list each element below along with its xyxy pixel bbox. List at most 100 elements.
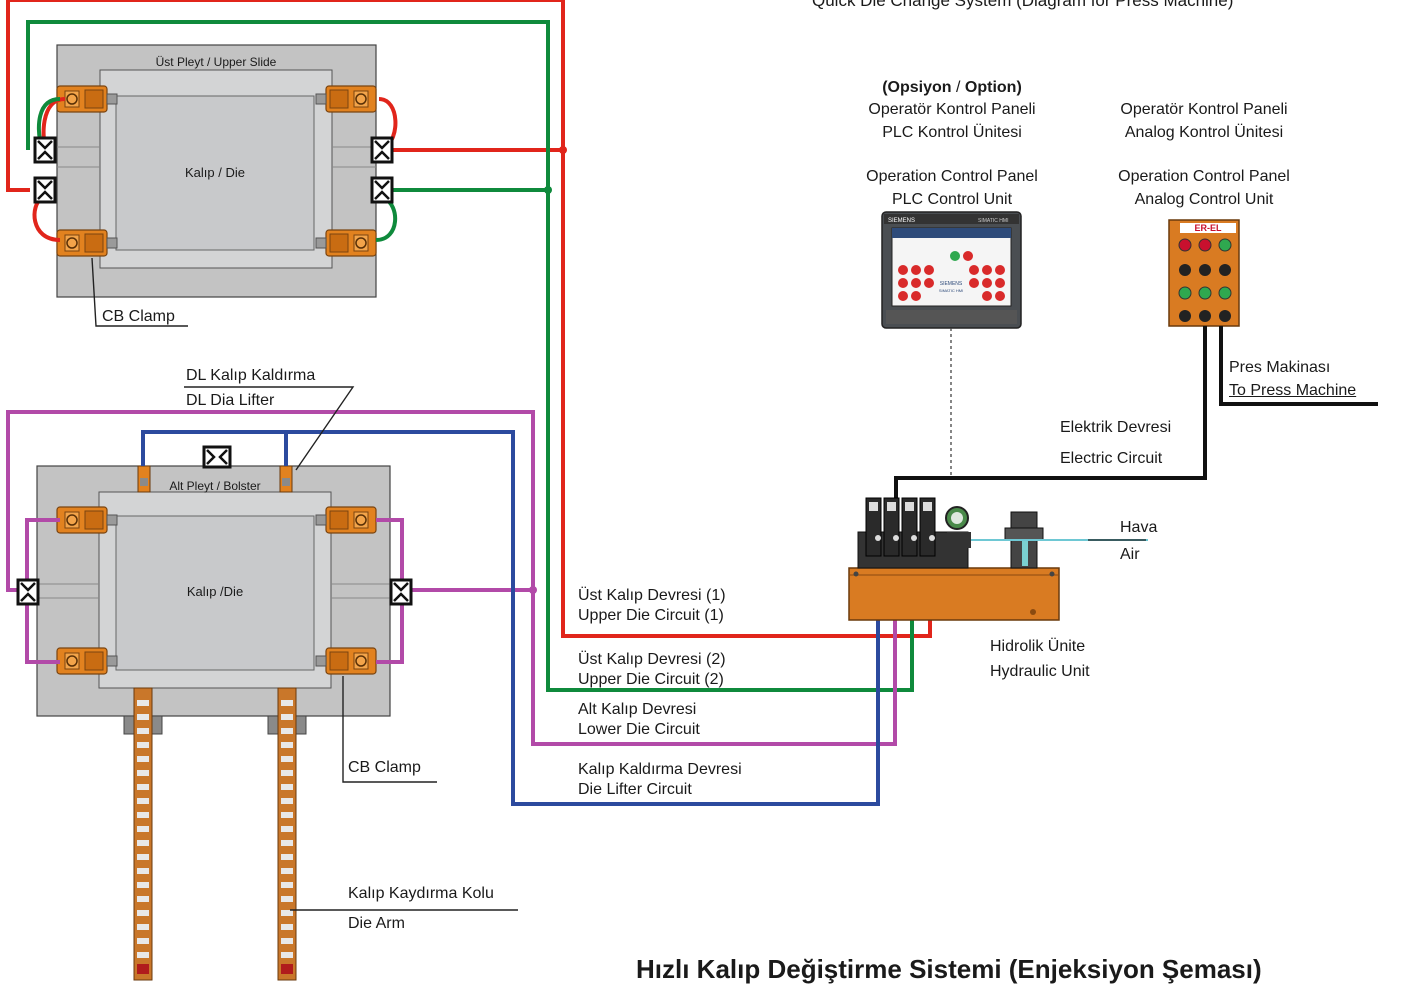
die-arm-chain-link bbox=[137, 868, 149, 874]
upper-right-coupler-2 bbox=[370, 176, 394, 204]
die-arm-chain-link bbox=[281, 924, 293, 930]
analog-label-en-2: Analog Control Unit bbox=[1134, 191, 1274, 208]
die-arm-chain-link bbox=[137, 812, 149, 818]
lower-right-coupler bbox=[389, 578, 413, 606]
upper-left-coupler-1 bbox=[33, 136, 57, 164]
circuit-3-tr: Alt Kalıp Devresi bbox=[578, 701, 697, 718]
electric-cable bbox=[894, 326, 1378, 500]
circuit-4-tr: Kalıp Kaldırma Devresi bbox=[578, 761, 742, 778]
die-arm-chain-link bbox=[281, 784, 293, 790]
upper-die-block bbox=[115, 95, 315, 251]
upper-left-coupler-2 bbox=[33, 176, 57, 204]
plc-label-tr-1: Operatör Kontrol Paneli bbox=[868, 101, 1036, 118]
die-arm-chain-link bbox=[281, 840, 293, 846]
die-arm-label-en: Die Arm bbox=[348, 915, 405, 932]
die-arm-label-tr: Kalıp Kaydırma Kolu bbox=[348, 885, 494, 902]
upper-clamp-label: CB Clamp bbox=[102, 308, 175, 325]
die-arm-chain-link bbox=[137, 770, 149, 776]
die-arm-chain-link bbox=[281, 728, 293, 734]
circuit-2-en: Upper Die Circuit (2) bbox=[578, 671, 724, 688]
analog-label-tr-1: Operatör Kontrol Paneli bbox=[1120, 101, 1288, 118]
die-arm-chain-link bbox=[137, 742, 149, 748]
hydraulic-unit bbox=[848, 497, 1060, 621]
die-arm-chain-link bbox=[137, 728, 149, 734]
die-arm-chain-link bbox=[137, 854, 149, 860]
die-arm-chain-link bbox=[137, 798, 149, 804]
die-arm-chain-link bbox=[281, 938, 293, 944]
circuit-3-en: Lower Die Circuit bbox=[578, 721, 700, 738]
upper-die-label: Kalıp / Die bbox=[185, 165, 245, 180]
die-arm-chain-link bbox=[281, 812, 293, 818]
analog-control-panel: ER-EL bbox=[1168, 219, 1240, 327]
plc-option-sep: / bbox=[951, 79, 965, 96]
circuit-2-tr: Üst Kalıp Devresi (2) bbox=[578, 651, 726, 668]
plc-hmi-panel: SIEMENS SIMATIC HMI SIEMENS SIMATIC HMI bbox=[881, 211, 1022, 329]
circuit-1-tr: Üst Kalıp Devresi (1) bbox=[578, 587, 726, 604]
press-label-en: To Press Machine bbox=[1229, 382, 1357, 399]
hmi-center-brand: SIEMENS bbox=[940, 281, 963, 287]
die-arm-chain-link bbox=[137, 700, 149, 706]
analog-brand: ER-EL bbox=[1195, 223, 1223, 233]
upper-slide-assembly bbox=[56, 44, 377, 298]
bolster-assembly bbox=[36, 465, 391, 717]
plc-option-en: Option) bbox=[964, 79, 1022, 96]
air-label-tr: Hava bbox=[1120, 519, 1158, 536]
hydraulic-label-tr: Hidrolik Ünite bbox=[990, 638, 1086, 655]
leader-lines bbox=[91, 257, 518, 911]
hydraulic-label-en: Hydraulic Unit bbox=[990, 663, 1090, 680]
plc-option-label: (Opsiyon / Option) bbox=[832, 78, 1072, 98]
press-label-tr: Pres Makinası bbox=[1229, 359, 1331, 376]
die-arm-chain-link bbox=[137, 952, 149, 958]
die-arm-chain-link bbox=[137, 938, 149, 944]
bolster-label: Alt Pleyt / Bolster bbox=[169, 479, 261, 493]
plc-label-en-2: PLC Control Unit bbox=[891, 191, 1013, 208]
die-arm-chain-link bbox=[281, 854, 293, 860]
hmi-center-model: SIMATIC HMI bbox=[939, 288, 963, 293]
die-arm-chain-link bbox=[281, 868, 293, 874]
top-caption: Quick Die Change System (Diagram for Pre… bbox=[812, 0, 1234, 10]
die-arm-chain-link bbox=[281, 742, 293, 748]
die-arm-chain-link bbox=[281, 770, 293, 776]
hmi-model: SIMATIC HMI bbox=[978, 218, 1008, 224]
electric-label-tr: Elektrik Devresi bbox=[1060, 419, 1172, 436]
die-arm-chain-link bbox=[281, 714, 293, 720]
die-arm-right bbox=[267, 687, 307, 981]
die-arm-chain-link bbox=[137, 910, 149, 916]
die-arm-chain-link bbox=[137, 896, 149, 902]
lifter-label-en: DL Dia Lifter bbox=[186, 392, 275, 409]
blue-circuit-hose bbox=[141, 430, 880, 806]
die-arm-chain-link bbox=[137, 924, 149, 930]
die-arm-chain-link bbox=[281, 910, 293, 916]
die-arm-chain-link bbox=[281, 896, 293, 902]
die-arm-chain-link bbox=[281, 826, 293, 832]
circuit-1-en: Upper Die Circuit (1) bbox=[578, 607, 724, 624]
die-arm-chain-link bbox=[281, 756, 293, 762]
bottom-title: Hızlı Kalıp Değiştirme Sistemi (Enjeksiy… bbox=[636, 954, 1262, 984]
electric-label-en: Electric Circuit bbox=[1060, 450, 1163, 467]
die-arm-chain-link bbox=[281, 882, 293, 888]
die-arm-chain-link bbox=[281, 700, 293, 706]
die-arm-chain-link bbox=[137, 840, 149, 846]
lower-die-block bbox=[115, 515, 315, 671]
die-arm-left bbox=[123, 687, 163, 981]
upper-slide-label: Üst Pleyt / Upper Slide bbox=[155, 55, 277, 69]
circuit-4-en: Die Lifter Circuit bbox=[578, 781, 692, 798]
lower-left-coupler bbox=[16, 578, 40, 606]
hmi-brand: SIEMENS bbox=[888, 218, 915, 224]
die-arm-chain-link bbox=[137, 882, 149, 888]
plc-label-en-1: Operation Control Panel bbox=[866, 168, 1038, 185]
air-label-en: Air bbox=[1120, 546, 1140, 563]
die-arm-chain-link bbox=[137, 756, 149, 762]
lifter-label-tr: DL Kalıp Kaldırma bbox=[186, 367, 316, 384]
lower-die-label: Kalıp /Die bbox=[186, 584, 244, 599]
plc-option-tr: (Opsiyon bbox=[882, 79, 952, 96]
die-arm-chain-link bbox=[137, 784, 149, 790]
analog-label-tr-2: Analog Kontrol Ünitesi bbox=[1124, 124, 1284, 141]
die-arm-chain-link bbox=[137, 714, 149, 720]
die-arm-chain-link bbox=[281, 798, 293, 804]
analog-label-en-1: Operation Control Panel bbox=[1118, 168, 1290, 185]
plc-label-tr-2: PLC Kontrol Ünitesi bbox=[882, 124, 1022, 141]
lifter-coupler bbox=[202, 445, 232, 469]
